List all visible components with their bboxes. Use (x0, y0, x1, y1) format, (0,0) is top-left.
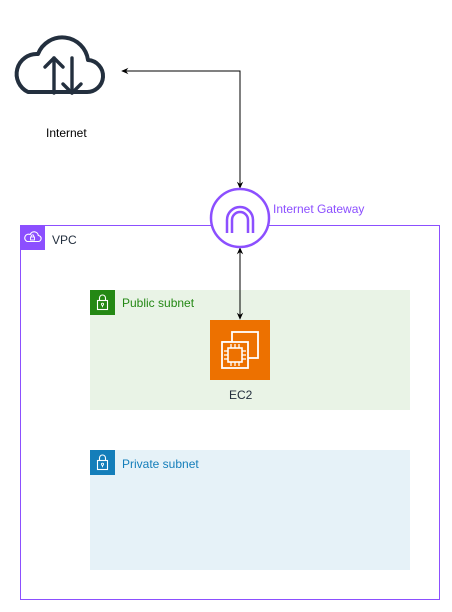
internet-gateway-label: Internet Gateway (273, 202, 365, 216)
internet-gateway-connector[interactable] (121, 67, 244, 189)
public-subnet-label: Public subnet (122, 296, 195, 310)
public-subnet-padlock-icon (90, 290, 115, 315)
internet-cloud-icon[interactable] (14, 35, 105, 95)
private-subnet-padlock-icon (90, 450, 115, 475)
internet-label: Internet (46, 126, 87, 140)
private-subnet-container[interactable] (90, 450, 410, 570)
ec2-chip-icon (221, 331, 259, 369)
ec2-label: EC2 (229, 388, 253, 402)
internet-gateway-icon[interactable] (209, 187, 271, 249)
ec2-instance[interactable] (210, 320, 270, 380)
vpc-icon (20, 225, 45, 250)
vpc-label: VPC (52, 233, 77, 247)
private-subnet-label: Private subnet (122, 457, 199, 471)
